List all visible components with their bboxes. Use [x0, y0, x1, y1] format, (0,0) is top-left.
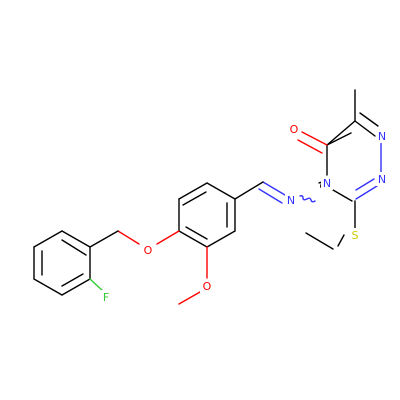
- atom-label-oxygen-carbonyl: O: [290, 123, 299, 136]
- bond-c5-c6-ring: [326, 120, 356, 146]
- triazinone-ring: [297, 89, 382, 202]
- bond-n2-c3: [355, 185, 378, 200]
- bond-fb1-fb2: [61, 230, 91, 248]
- atom-label-nitrogen-ring-top: N: [378, 130, 386, 143]
- bond-c5-c6: [326, 132, 352, 146]
- atom-label-nitrogen-ring-bottom: N: [378, 173, 386, 186]
- bond-c3-n4: [332, 189, 353, 202]
- bond-fb5-fb6: [61, 278, 91, 296]
- atom-label-nitrogen-ring-substituted: N: [323, 177, 331, 190]
- bond-ar1-ar2: [206, 182, 236, 200]
- bond-ch2-aryl: [89, 230, 119, 248]
- bond-sulfur-ring: [337, 234, 345, 247]
- methylthio-group: [305, 200, 356, 250]
- bond-ar4-ether-o: [156, 230, 180, 245]
- bond-imine-c-aryl: [234, 181, 264, 200]
- imine-linkage: [234, 181, 326, 204]
- bond-methoxy-o-methyl: [178, 291, 201, 305]
- atom-label-oxygen-methoxy: O: [203, 280, 212, 293]
- bond-fb6-fluorine: [89, 278, 105, 293]
- bond-n2-c3-double: [355, 178, 375, 191]
- wavy-bond-n-n-blue: [299, 195, 316, 203]
- bond-ar2-ar3-inner: [182, 191, 207, 206]
- bond-imine-n-c: [262, 181, 286, 196]
- atom-label-fluorine: F: [103, 291, 109, 304]
- fluorobenzene-ring: [33, 230, 105, 296]
- bond-sulfur-methyl: [305, 232, 334, 250]
- methoxy-group: [178, 246, 208, 305]
- bond-ether-o-ch2: [117, 230, 140, 245]
- bond-fb2-fb3: [33, 230, 63, 248]
- bond-c6-n1-double: [359, 112, 379, 127]
- bond-fb1-fb2-inner: [61, 239, 87, 256]
- bond-fb5-fb6-inner: [61, 273, 84, 287]
- bond-ar2-ar3: [178, 182, 208, 200]
- benzyl-ether-linkage: [89, 230, 180, 248]
- bond-ar4-ar5: [178, 230, 208, 248]
- bond-imine-n-c-double: [258, 188, 283, 204]
- bond-fb4-fb5: [33, 278, 63, 296]
- bond-ar4-ar5-inner: [185, 226, 208, 240]
- bond-c6-n1: [354, 120, 376, 137]
- atom-label-nitrogen-imine: N: [287, 194, 295, 207]
- atom-label-oxygen-ether: O: [144, 244, 153, 257]
- bond-ar5-ar6: [206, 230, 236, 248]
- bond-c5-oxygen: [301, 131, 328, 146]
- bond-c5-oxygen-double: [297, 139, 323, 154]
- atom-labels: O N N N N S O O F: [100, 122, 388, 304]
- central-benzene-ring: [178, 182, 236, 248]
- atom-label-sulfur: S: [352, 229, 359, 242]
